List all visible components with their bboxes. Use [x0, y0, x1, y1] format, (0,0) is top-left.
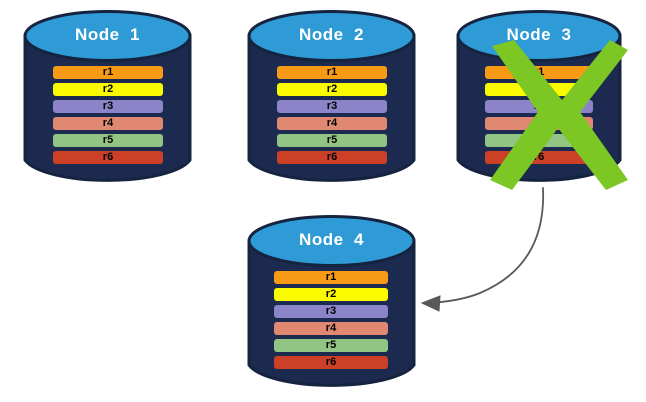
- node-4-row-r4[interactable]: r4: [274, 322, 388, 335]
- node-4[interactable]: Node 4 r1 r2 r3 r4 r5 r6: [247, 215, 416, 391]
- row-label: r3: [533, 99, 545, 112]
- node-1-row-r2[interactable]: r2: [53, 83, 163, 96]
- row-label: r5: [326, 133, 338, 146]
- node-2-row-r1[interactable]: r1: [277, 66, 387, 79]
- row-label: r1: [326, 65, 338, 78]
- row-label: r6: [325, 355, 337, 368]
- row-label: r4: [102, 116, 114, 129]
- row-label: r5: [102, 133, 114, 146]
- row-label: r1: [102, 65, 114, 78]
- row-label: r2: [102, 82, 114, 95]
- node-4-row-r3[interactable]: r3: [274, 305, 388, 318]
- node-2-row-r3[interactable]: r3: [277, 100, 387, 113]
- row-label: r4: [325, 321, 337, 334]
- row-label: r6: [326, 150, 338, 163]
- row-label: r1: [533, 65, 545, 78]
- node-3-row-r6[interactable]: r6: [485, 151, 593, 164]
- row-label: r6: [102, 150, 114, 163]
- node-1-row-r6[interactable]: r6: [53, 151, 163, 164]
- node-3-row-r1[interactable]: r1: [485, 66, 593, 79]
- node-1-row-r4[interactable]: r4: [53, 117, 163, 130]
- row-label: r2: [326, 82, 338, 95]
- row-label: r1: [325, 270, 337, 283]
- row-label: r4: [326, 116, 338, 129]
- node-3-row-r5[interactable]: r5: [485, 134, 593, 147]
- row-label: r3: [326, 99, 338, 112]
- node-4-row-r6[interactable]: r6: [274, 356, 388, 369]
- node-3[interactable]: Node 3 r1 r2 r3 r4 r5 r6: [456, 10, 628, 190]
- row-label: r5: [325, 338, 337, 351]
- node-1-row-r5[interactable]: r5: [53, 134, 163, 147]
- node-4-rows: r1 r2 r3 r4 r5 r6: [274, 271, 388, 369]
- row-label: r4: [533, 116, 545, 129]
- node-3-row-r3[interactable]: r3: [485, 100, 593, 113]
- row-label: r6: [533, 150, 545, 163]
- node-2-row-r5[interactable]: r5: [277, 134, 387, 147]
- node-3-rows: r1 r2 r3 r4 r5 r6: [485, 66, 593, 164]
- node-1-rows: r1 r2 r3 r4 r5 r6: [53, 66, 163, 164]
- node-1-row-r3[interactable]: r3: [53, 100, 163, 113]
- node-3-row-r2[interactable]: r2: [485, 83, 593, 96]
- node-2-row-r6[interactable]: r6: [277, 151, 387, 164]
- row-label: r3: [325, 304, 337, 317]
- node-4-row-r2[interactable]: r2: [274, 288, 388, 301]
- row-label: r5: [533, 133, 545, 146]
- row-label: r2: [325, 287, 337, 300]
- node-2[interactable]: Node 2 r1 r2 r3 r4 r5 r6: [247, 10, 416, 186]
- node-4-row-r1[interactable]: r1: [274, 271, 388, 284]
- row-label: r3: [102, 99, 114, 112]
- row-label: r2: [533, 82, 545, 95]
- node-1[interactable]: Node 1 r1 r2 r3 r4 r5 r6: [23, 10, 192, 186]
- node-4-row-r5[interactable]: r5: [274, 339, 388, 352]
- node-1-row-r1[interactable]: r1: [53, 66, 163, 79]
- node-2-row-r4[interactable]: r4: [277, 117, 387, 130]
- node-2-row-r2[interactable]: r2: [277, 83, 387, 96]
- node-2-rows: r1 r2 r3 r4 r5 r6: [277, 66, 387, 164]
- node-3-row-r4[interactable]: r4: [485, 117, 593, 130]
